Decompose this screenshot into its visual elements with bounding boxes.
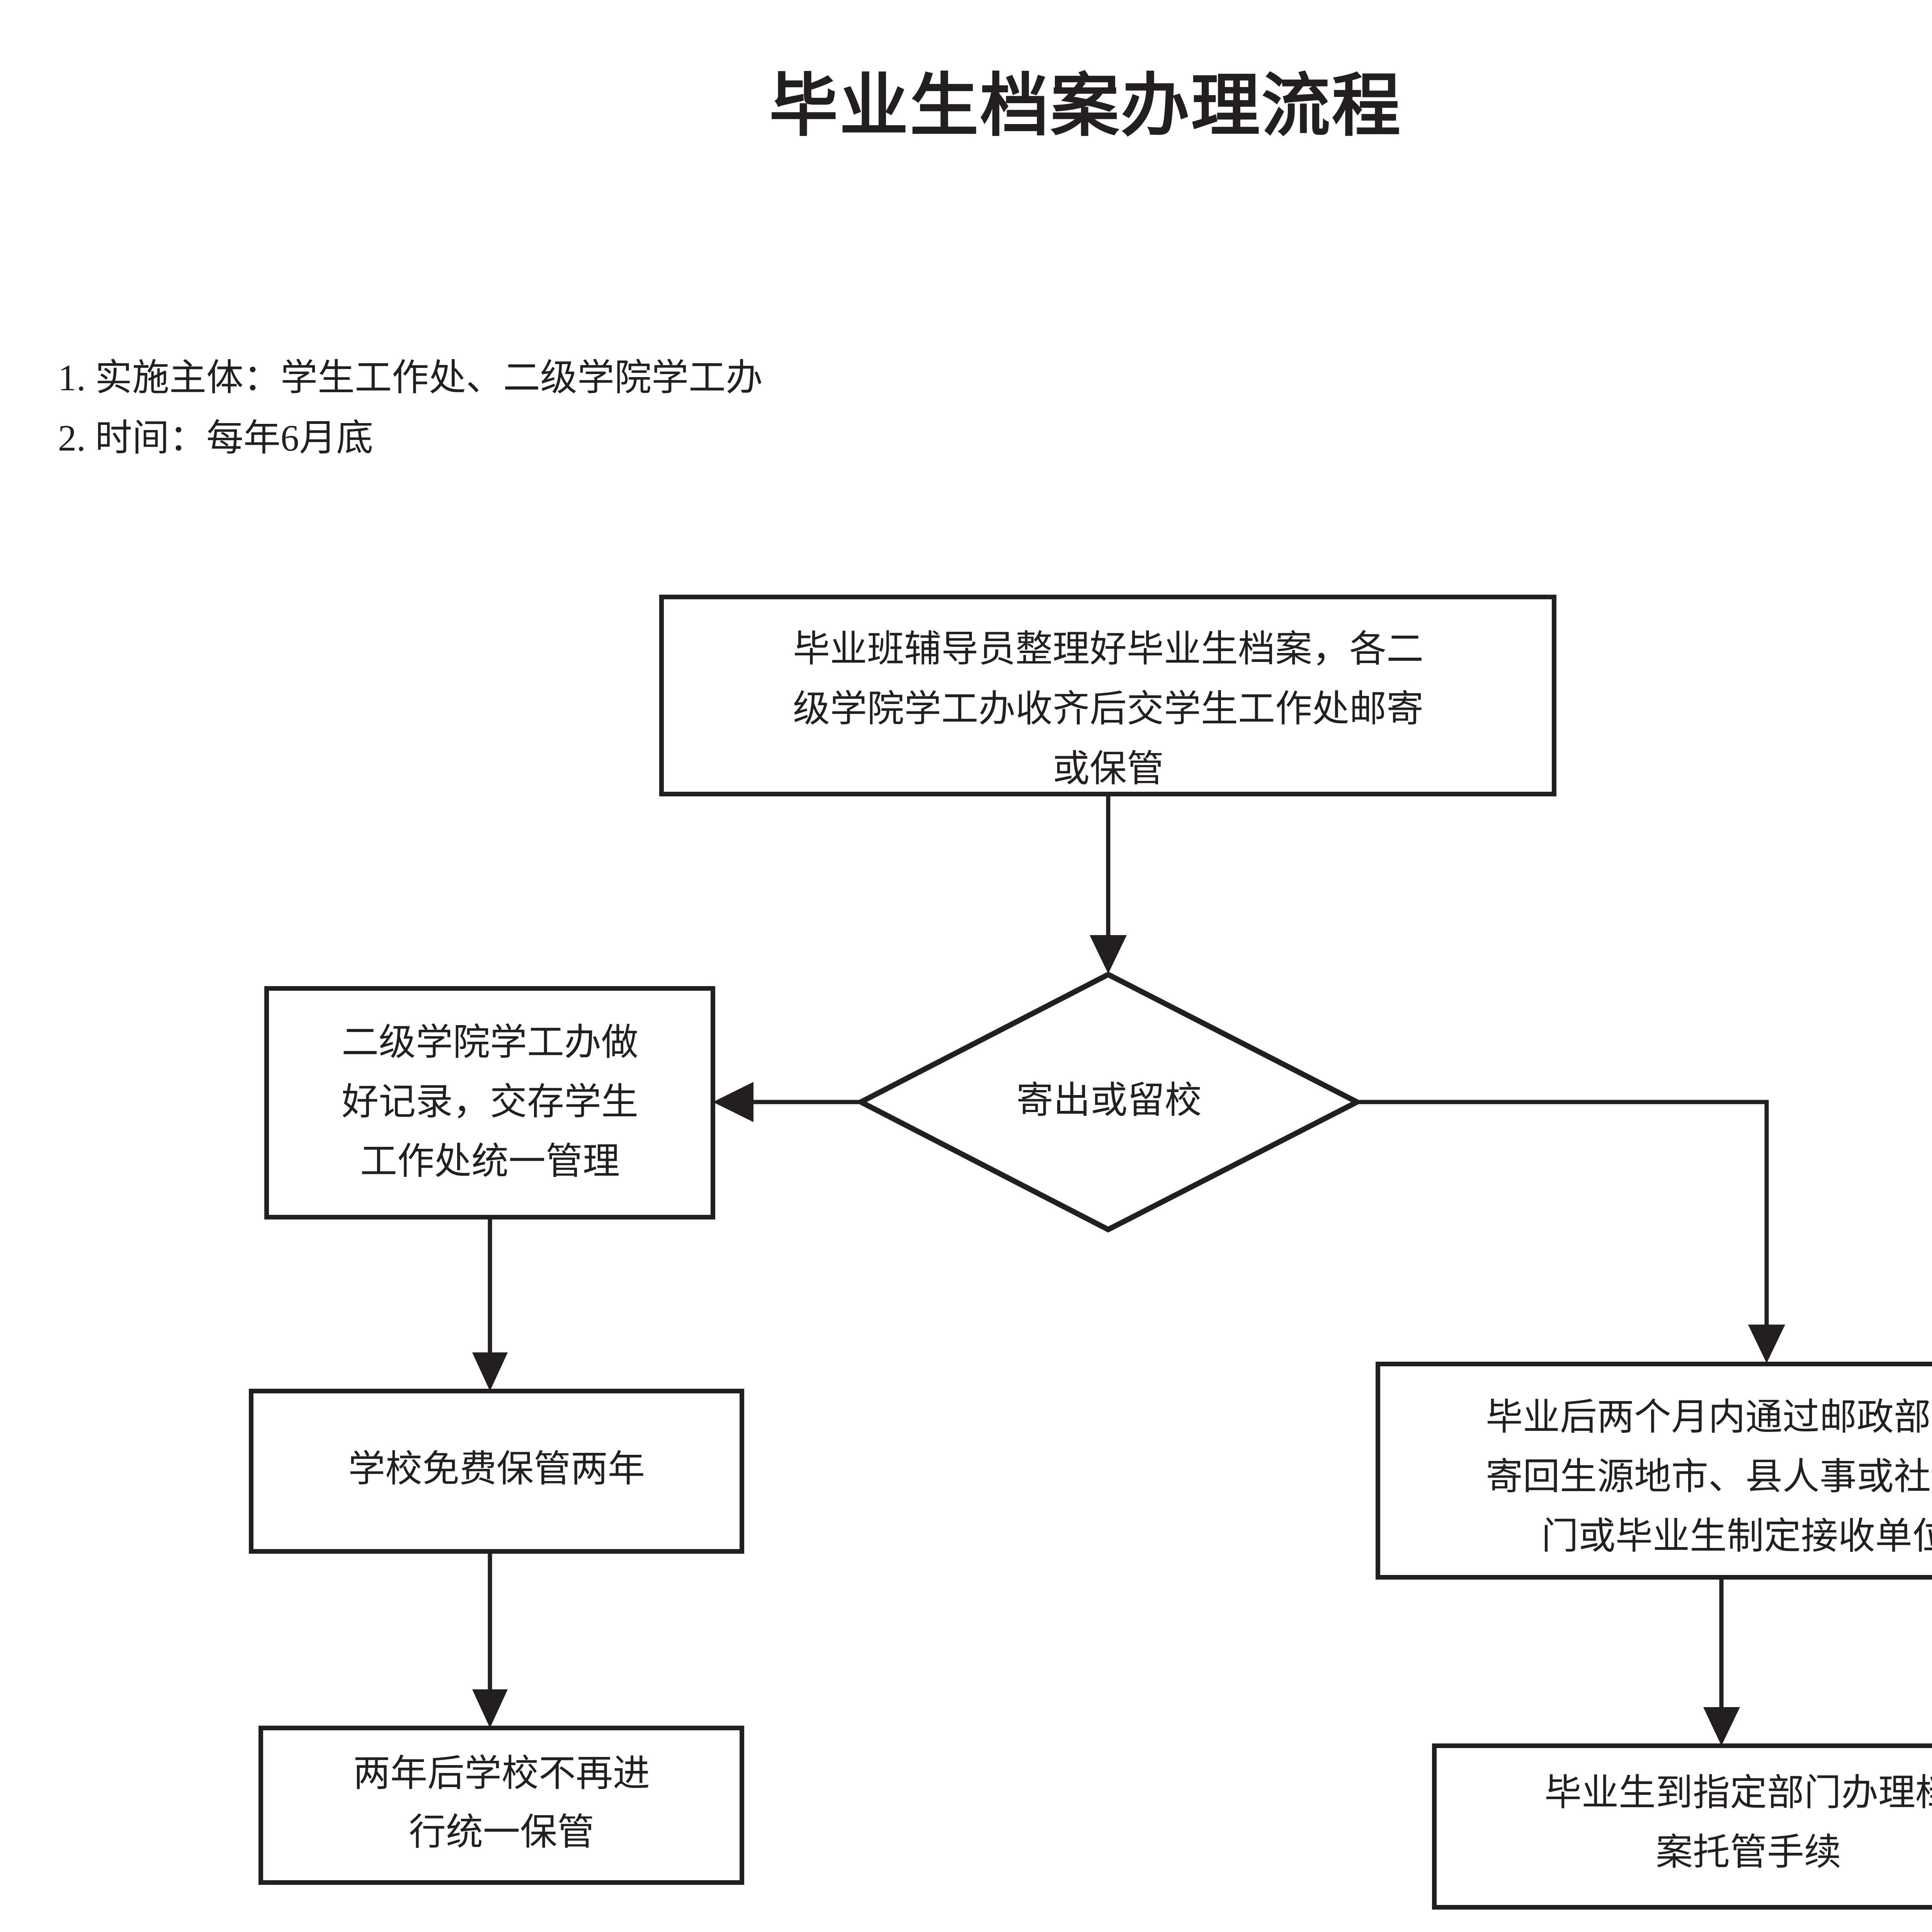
node-stay-record-line-3: 工作处统一管理 (360, 1141, 620, 1182)
node-stay-record-line-1: 二级学院学工办做 (342, 1022, 638, 1063)
node-no-keep[interactable]: 两年后学校不再进 行统一保管 (259, 1726, 744, 1885)
page-title: 毕业生档案办理流程 (769, 66, 1402, 146)
edge-stay-record-to-free-keep (472, 1217, 508, 1391)
note-line-2: 2. 时间：每年6月底 (58, 417, 373, 459)
node-custody-line-1: 毕业生到指定部门办理档 (1544, 1772, 1932, 1813)
edge-decision-to-mail-out (1357, 1100, 1785, 1363)
node-mail-out-line-2: 寄回生源地市、县人事或社保部 (1486, 1456, 1932, 1497)
intro-notes: 1. 实施主体：学生工作处、二级学院学工办 2. 时间：每年6月底 (58, 348, 763, 468)
node-decision-label: 寄出或留校 (1016, 1080, 1202, 1121)
node-no-keep-line-1: 两年后学校不再进 (353, 1753, 650, 1794)
node-start[interactable]: 毕业班辅导员整理好毕业生档案，各二 级学院学工办收齐后交学生工作处邮寄 或保管 (659, 595, 1556, 796)
note-line-1: 1. 实施主体：学生工作处、二级学院学工办 (58, 357, 763, 398)
node-stay-record[interactable]: 二级学院学工办做 好记录，交存学生 工作处统一管理 (264, 986, 715, 1219)
node-no-keep-line-2: 行统一保管 (409, 1811, 594, 1853)
edge-start-to-decision (1090, 796, 1127, 974)
node-stay-record-line-2: 好记录，交存学生 (342, 1081, 638, 1122)
node-custody-line-2: 案托管手续 (1656, 1832, 1841, 1873)
node-start-line-3: 或保管 (1053, 748, 1164, 789)
edge-mail-out-to-custody (1703, 1577, 1740, 1746)
node-free-keep[interactable]: 学校免费保管两年 (249, 1389, 744, 1554)
node-decision[interactable]: 寄出或留校 (855, 971, 1363, 1233)
node-custody[interactable]: 毕业生到指定部门办理档 案托管手续 (1432, 1743, 1932, 1910)
node-start-line-1: 毕业班辅导员整理好毕业生档案，各二 (793, 628, 1423, 670)
node-mail-out-line-3: 门或毕业生制定接收单位 (1541, 1515, 1932, 1557)
node-mail-out[interactable]: 毕业后两个月内通过邮政部门邮 寄回生源地市、县人事或社保部 门或毕业生制定接收单… (1376, 1362, 1932, 1580)
node-mail-out-line-1: 毕业后两个月内通过邮政部门邮 (1486, 1396, 1932, 1438)
edge-free-keep-to-no-keep (472, 1551, 508, 1728)
node-free-keep-label: 学校免费保管两年 (348, 1448, 645, 1490)
node-start-line-2: 级学院学工办收齐后交学生工作处邮寄 (793, 688, 1423, 730)
